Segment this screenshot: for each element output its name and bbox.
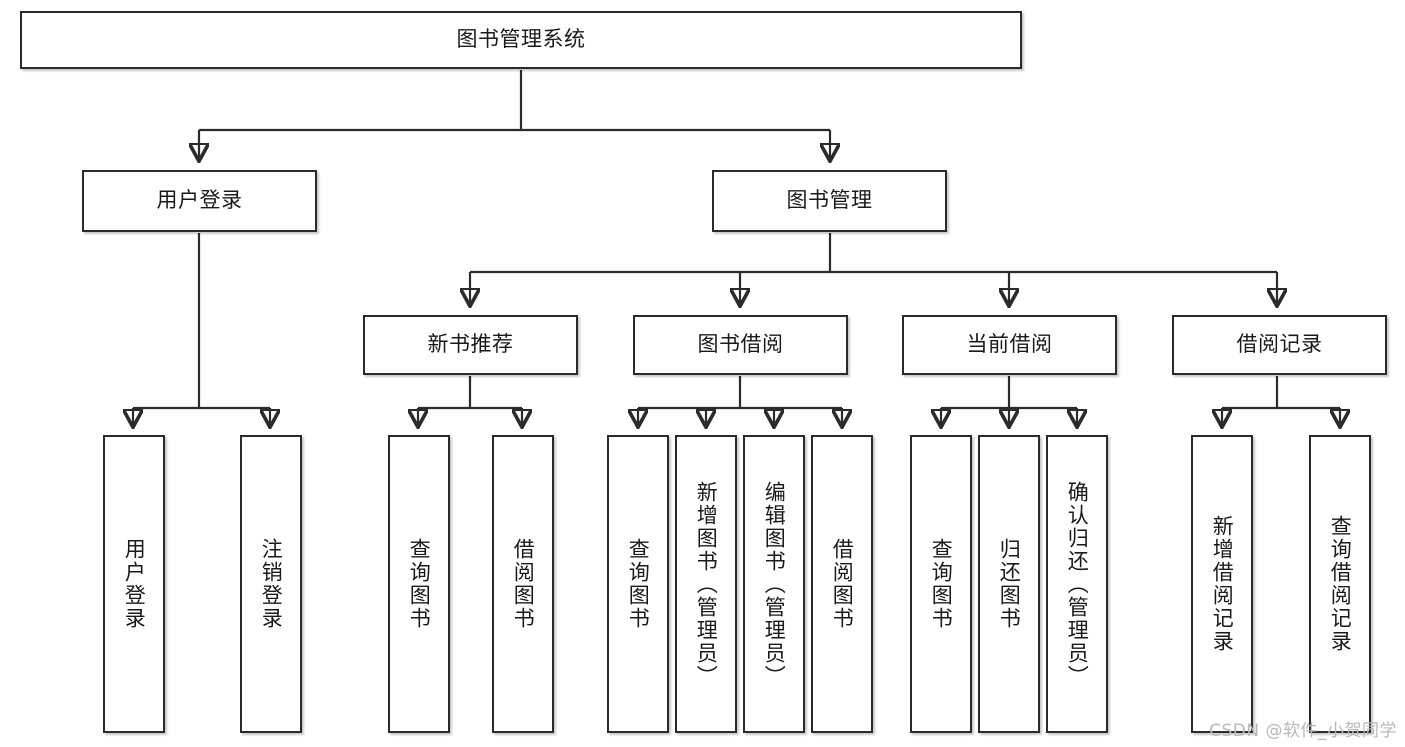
leaf-user-login-login[interactable]: 用户登录 bbox=[103, 435, 165, 733]
leaf-user-login-logout[interactable]: 注销登录 bbox=[240, 435, 302, 733]
node-current-borrow[interactable]: 当前借阅 bbox=[902, 315, 1117, 375]
leaf-book-borrow-borrow[interactable]: 借阅图书 bbox=[811, 435, 873, 733]
node-label: 查询借阅记录 bbox=[1328, 515, 1353, 653]
node-borrow-record[interactable]: 借阅记录 bbox=[1172, 315, 1387, 375]
leaf-borrow-record-add[interactable]: 新增借阅记录 bbox=[1191, 435, 1253, 733]
leaf-current-borrow-confirm-return[interactable]: 确认归还（管理员） bbox=[1046, 435, 1108, 733]
leaf-borrow-record-query[interactable]: 查询借阅记录 bbox=[1309, 435, 1371, 733]
node-user-login[interactable]: 用户登录 bbox=[82, 170, 317, 232]
leaf-book-borrow-edit[interactable]: 编辑图书（管理员） bbox=[743, 435, 805, 733]
leaf-new-book-borrow[interactable]: 借阅图书 bbox=[492, 435, 554, 733]
node-label: 图书管理系统 bbox=[456, 27, 586, 52]
node-label: 借阅图书 bbox=[511, 538, 536, 630]
leaf-current-borrow-query[interactable]: 查询图书 bbox=[910, 435, 972, 733]
node-book-borrow[interactable]: 图书借阅 bbox=[633, 315, 848, 375]
csdn-watermark: CSDN @软件_小贺同学 bbox=[1209, 721, 1397, 741]
node-label: 借阅图书 bbox=[830, 538, 855, 630]
node-label: 查询图书 bbox=[626, 538, 651, 630]
node-label: 确认归还（管理员） bbox=[1065, 480, 1090, 688]
node-label: 用户登录 bbox=[122, 538, 147, 630]
leaf-book-borrow-add[interactable]: 新增图书（管理员） bbox=[675, 435, 737, 733]
node-new-book-recommend[interactable]: 新书推荐 bbox=[363, 315, 578, 375]
node-label: 当前借阅 bbox=[966, 332, 1053, 357]
node-root-system[interactable]: 图书管理系统 bbox=[20, 11, 1022, 69]
node-label: 查询图书 bbox=[407, 538, 432, 630]
node-label: 新增图书（管理员） bbox=[694, 480, 719, 688]
leaf-book-borrow-query[interactable]: 查询图书 bbox=[607, 435, 669, 733]
node-book-management[interactable]: 图书管理 bbox=[712, 170, 947, 232]
leaf-current-borrow-return[interactable]: 归还图书 bbox=[978, 435, 1040, 733]
node-label: 新书推荐 bbox=[427, 332, 514, 357]
node-label: 图书借阅 bbox=[697, 332, 784, 357]
node-label: 查询图书 bbox=[929, 538, 954, 630]
node-label: 注销登录 bbox=[259, 538, 284, 630]
node-label: 借阅记录 bbox=[1236, 332, 1323, 357]
node-label: 编辑图书（管理员） bbox=[762, 480, 787, 688]
leaf-new-book-query[interactable]: 查询图书 bbox=[388, 435, 450, 733]
node-label: 图书管理 bbox=[786, 188, 873, 213]
node-label: 归还图书 bbox=[997, 538, 1022, 630]
node-label: 用户登录 bbox=[156, 188, 243, 213]
node-label: 新增借阅记录 bbox=[1210, 515, 1235, 653]
